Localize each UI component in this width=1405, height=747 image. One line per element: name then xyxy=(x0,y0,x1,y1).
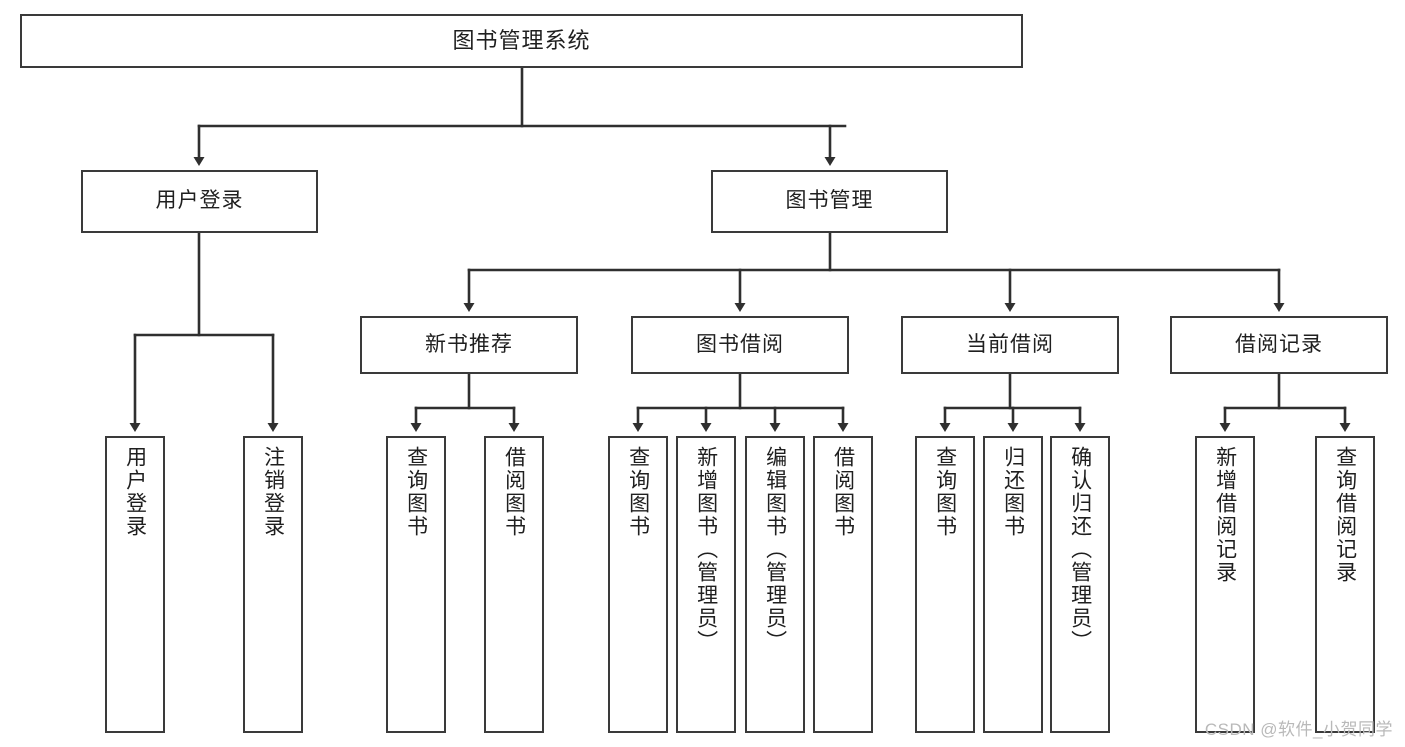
node-new-book-rec[interactable]: 新书推荐 xyxy=(360,316,578,374)
node-current-borrow[interactable]: 当前借阅 xyxy=(901,316,1119,374)
node-leaf-current-return-book[interactable]: 归还图书 xyxy=(983,436,1043,733)
node-book-manage-label: 图书管理 xyxy=(785,189,874,213)
node-leaf-borrow-edit-book[interactable]: 编辑图书（管理员） xyxy=(745,436,805,733)
node-leaf-borrow-edit-book-label: 编辑图书（管理员） xyxy=(763,446,787,653)
node-leaf-user-logout[interactable]: 注销登录 xyxy=(243,436,303,733)
node-book-manage[interactable]: 图书管理 xyxy=(711,170,948,233)
node-leaf-rec-query-book-label: 查询图书 xyxy=(404,446,428,538)
node-leaf-record-query-label: 查询借阅记录 xyxy=(1333,446,1357,584)
node-leaf-record-query[interactable]: 查询借阅记录 xyxy=(1315,436,1375,733)
node-borrow-record[interactable]: 借阅记录 xyxy=(1170,316,1388,374)
node-leaf-borrow-add-book-label: 新增图书（管理员） xyxy=(694,446,718,653)
node-root-label: 图书管理系统 xyxy=(452,27,591,53)
node-book-borrow-label: 图书借阅 xyxy=(696,332,784,356)
node-leaf-current-query-book-label: 查询图书 xyxy=(933,446,957,538)
node-leaf-rec-query-book[interactable]: 查询图书 xyxy=(386,436,446,733)
node-user-login[interactable]: 用户登录 xyxy=(81,170,318,233)
node-leaf-user-login[interactable]: 用户登录 xyxy=(105,436,165,733)
node-leaf-borrow-borrow-book-label: 借阅图书 xyxy=(831,446,855,538)
node-leaf-user-logout-label: 注销登录 xyxy=(261,446,285,538)
node-book-borrow[interactable]: 图书借阅 xyxy=(631,316,849,374)
node-root[interactable]: 图书管理系统 xyxy=(20,14,1023,68)
node-leaf-rec-borrow-book-label: 借阅图书 xyxy=(502,446,526,538)
node-borrow-record-label: 借阅记录 xyxy=(1235,332,1323,356)
node-new-book-rec-label: 新书推荐 xyxy=(425,332,513,356)
node-leaf-current-return-book-label: 归还图书 xyxy=(1001,446,1025,538)
node-leaf-borrow-borrow-book[interactable]: 借阅图书 xyxy=(813,436,873,733)
watermark: CSDN @软件_小贺同学 xyxy=(1204,720,1393,739)
node-leaf-record-add[interactable]: 新增借阅记录 xyxy=(1195,436,1255,733)
node-leaf-borrow-query-book-label: 查询图书 xyxy=(626,446,650,538)
node-current-borrow-label: 当前借阅 xyxy=(966,332,1054,356)
node-leaf-user-login-label: 用户登录 xyxy=(123,446,147,538)
node-leaf-record-add-label: 新增借阅记录 xyxy=(1213,446,1237,584)
node-leaf-current-confirm-return[interactable]: 确认归还（管理员） xyxy=(1050,436,1110,733)
node-leaf-rec-borrow-book[interactable]: 借阅图书 xyxy=(484,436,544,733)
node-leaf-borrow-query-book[interactable]: 查询图书 xyxy=(608,436,668,733)
node-leaf-borrow-add-book[interactable]: 新增图书（管理员） xyxy=(676,436,736,733)
node-leaf-current-confirm-return-label: 确认归还（管理员） xyxy=(1068,446,1092,653)
node-user-login-label: 用户登录 xyxy=(155,189,244,213)
node-leaf-current-query-book[interactable]: 查询图书 xyxy=(915,436,975,733)
